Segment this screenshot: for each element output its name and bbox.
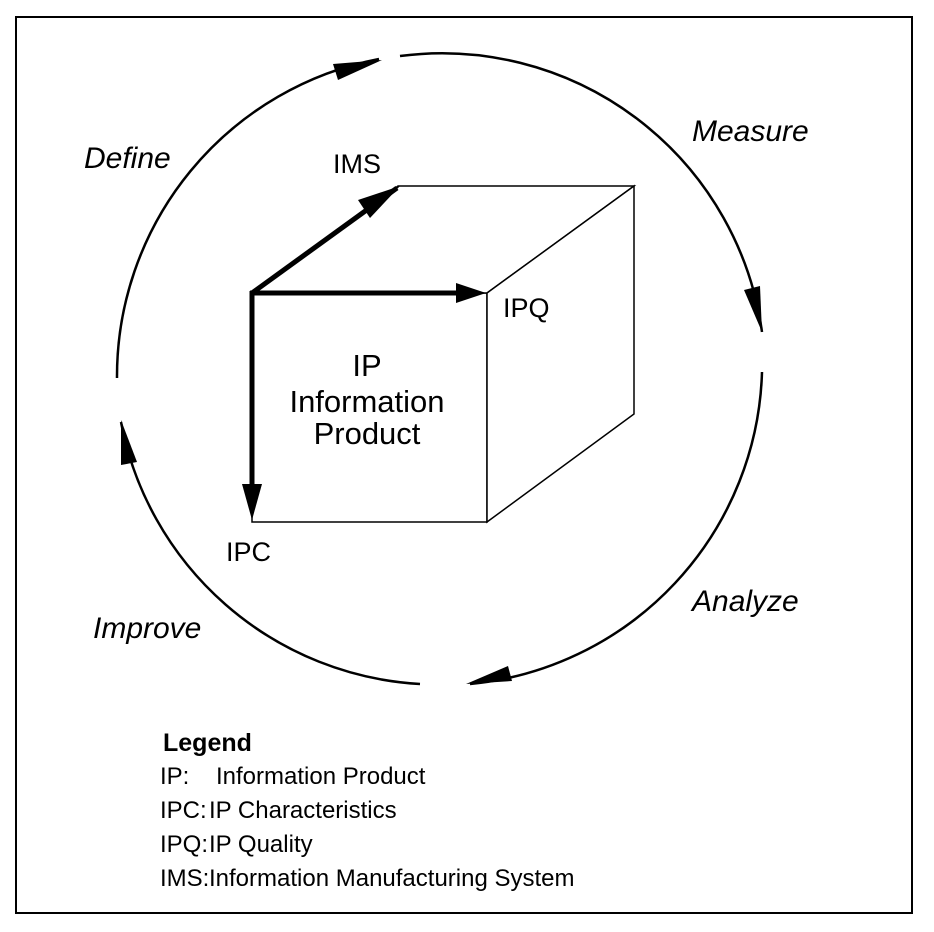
- legend-key: IPC:: [160, 797, 207, 824]
- ipc-arrowhead: [242, 484, 262, 520]
- center-label-line3: Product: [314, 416, 421, 451]
- legend-item: IPQ: IP Quality: [160, 828, 575, 862]
- legend-key: IP:: [160, 763, 190, 790]
- cycle-arrowhead-top: [333, 60, 382, 80]
- ipq-label: IPQ: [503, 293, 550, 323]
- legend-item: IMS: Information Manufacturing System: [160, 862, 575, 896]
- legend-title: Legend: [163, 729, 252, 757]
- information-product-cube: [249, 184, 637, 524]
- cycle-arc-measure-analyze: [469, 371, 764, 686]
- legend-value: Information Manufacturing System: [209, 865, 575, 892]
- legend-key: IPQ:: [160, 831, 209, 858]
- legend: Legend IP: Information Product IPC: IP C…: [160, 726, 575, 896]
- improve-label: Improve: [93, 612, 201, 645]
- analyze-label: Analyze: [690, 585, 799, 618]
- ipc-label: IPC: [226, 537, 271, 567]
- legend-value: Information Product: [216, 763, 426, 790]
- legend-value: IP Quality: [209, 831, 313, 858]
- legend-value: IP Characteristics: [209, 797, 397, 824]
- cycle-arrowhead-left: [121, 420, 137, 465]
- center-label-line2: Information: [289, 384, 444, 419]
- diagram-frame: [15, 16, 913, 914]
- ims-arrowhead: [358, 186, 400, 218]
- cycle-arc-analyze-improve: [119, 421, 421, 686]
- cycle-arc-improve-define: [115, 57, 380, 379]
- measure-label: Measure: [692, 115, 809, 148]
- cube-side-face: [486, 184, 635, 524]
- define-label: Define: [84, 142, 171, 175]
- legend-item: IPC: IP Characteristics: [160, 794, 575, 828]
- legend-item: IP: Information Product: [160, 760, 575, 794]
- legend-key: IMS:: [160, 865, 210, 892]
- ims-label: IMS: [333, 149, 381, 179]
- center-label-line1: IP: [352, 348, 381, 383]
- ipq-arrowhead: [456, 283, 486, 303]
- cycle-arrowhead-right: [744, 286, 762, 332]
- cycle-arc-define-measure: [399, 52, 764, 333]
- cycle-arrowhead-bottom: [466, 666, 512, 684]
